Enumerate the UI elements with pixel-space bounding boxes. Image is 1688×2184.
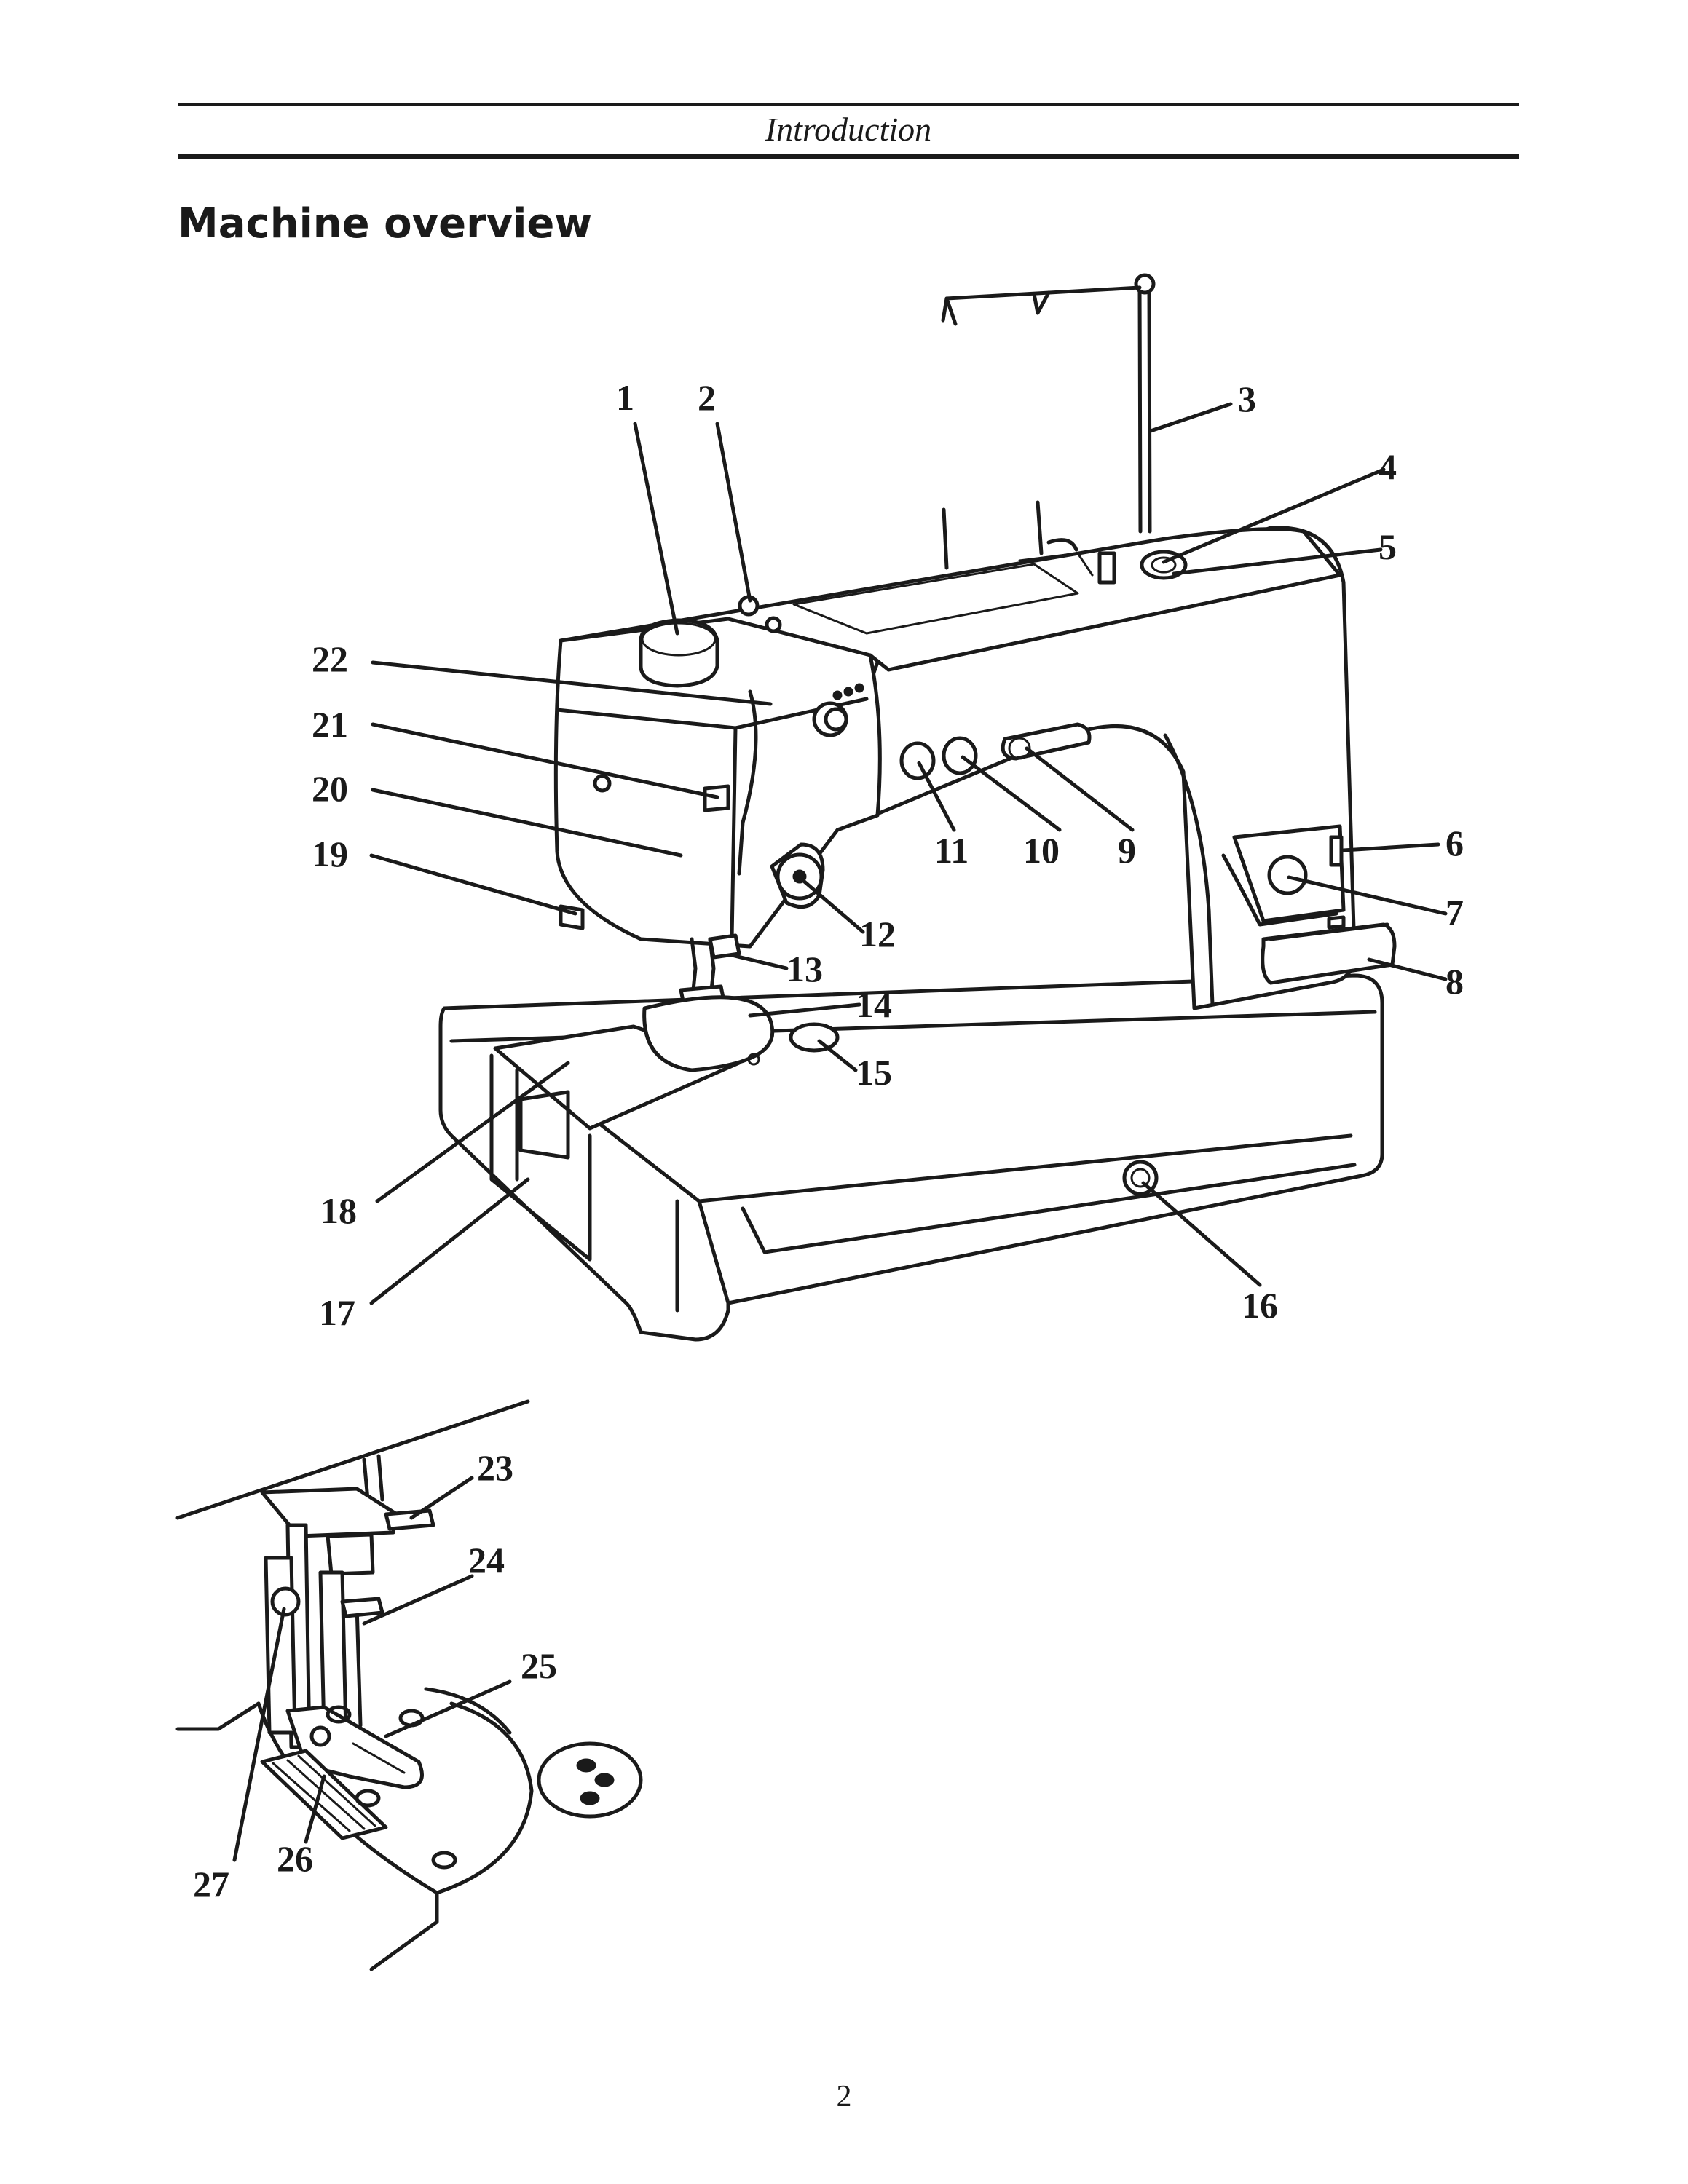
callout-5: 5 (1379, 526, 1397, 567)
header-rule-bottom (178, 154, 1519, 159)
page-title: Machine overview (178, 200, 593, 248)
callout-13: 13 (786, 949, 823, 989)
running-header: Introduction (765, 111, 932, 148)
presser-foot-detail-drawing (175, 1399, 643, 1971)
header-rule-top (178, 103, 1519, 106)
callout-22: 22 (312, 638, 348, 679)
callout-26: 26 (277, 1838, 313, 1879)
callout-leaders-main (369, 402, 1448, 1305)
callout-23: 23 (477, 1447, 513, 1488)
callout-20: 20 (312, 768, 348, 809)
callout-4: 4 (1379, 446, 1397, 487)
callout-15: 15 (856, 1052, 892, 1093)
callout-11: 11 (934, 830, 969, 871)
callout-27: 27 (193, 1864, 229, 1904)
callout-12: 12 (859, 914, 896, 954)
callout-9: 9 (1118, 830, 1136, 871)
sewing-machine-drawing (438, 273, 1397, 1342)
callout-leaders-detail (232, 1476, 512, 1862)
callout-18: 18 (320, 1190, 357, 1231)
callout-17: 17 (319, 1292, 355, 1333)
callout-6: 6 (1446, 823, 1464, 863)
callout-14: 14 (856, 984, 892, 1025)
callout-21: 21 (312, 704, 348, 745)
callout-25: 25 (521, 1645, 557, 1686)
callout-numbers: 1 2 3 4 5 6 7 8 9 10 11 12 13 14 15 16 1… (193, 377, 1464, 1904)
callout-19: 19 (312, 834, 348, 874)
callout-1: 1 (616, 377, 634, 418)
callout-24: 24 (468, 1540, 505, 1580)
callout-2: 2 (698, 377, 716, 418)
callout-7: 7 (1446, 892, 1464, 933)
callout-16: 16 (1242, 1285, 1278, 1326)
page-number: 2 (836, 2080, 852, 2113)
callout-3: 3 (1238, 379, 1256, 419)
callout-8: 8 (1446, 961, 1464, 1002)
callout-10: 10 (1023, 830, 1060, 871)
